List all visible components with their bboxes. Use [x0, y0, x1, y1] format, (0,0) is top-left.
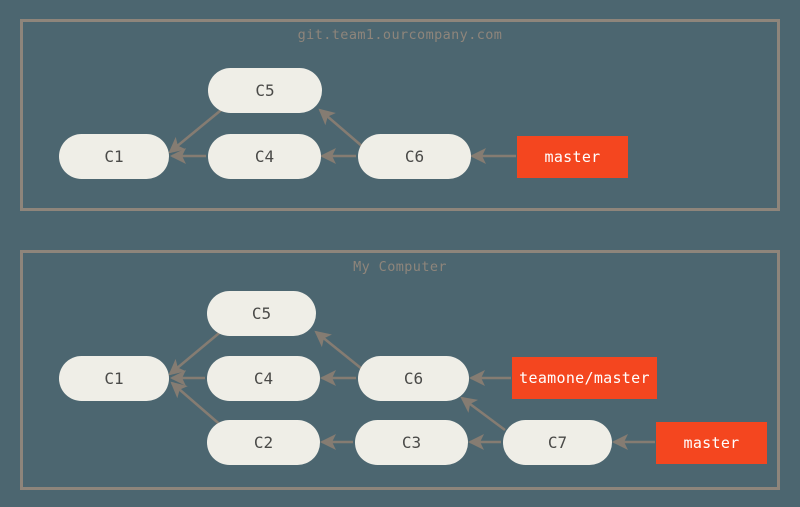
branch-label-text: teamone/master — [519, 369, 650, 387]
branch-label-r-master: master — [517, 136, 628, 178]
branch-label-l-master: master — [656, 422, 767, 464]
panel-local-title: My Computer — [353, 259, 447, 275]
commit-node-label: C1 — [104, 147, 124, 166]
commit-node-l-c3: C3 — [355, 420, 468, 465]
commit-node-l-c7: C7 — [503, 420, 612, 465]
branch-label-text: master — [544, 148, 601, 166]
commit-node-r-c4: C4 — [208, 134, 321, 179]
commit-node-label: C6 — [404, 147, 425, 166]
commit-node-label: C4 — [253, 369, 274, 388]
commit-edge — [170, 381, 225, 429]
commit-node-label: C4 — [254, 147, 275, 166]
commit-node-l-c1: C1 — [59, 356, 169, 401]
commit-node-label: C7 — [547, 433, 568, 452]
commit-edge — [168, 328, 225, 376]
commit-node-label: C5 — [255, 81, 275, 100]
commit-node-l-c6: C6 — [358, 356, 469, 401]
panel-local-computer — [20, 250, 780, 490]
commit-node-label: C2 — [253, 433, 274, 452]
commit-edge — [318, 108, 364, 148]
commit-node-l-c2: C2 — [207, 420, 320, 465]
commit-edge — [460, 396, 506, 432]
commit-edge — [168, 104, 227, 154]
commit-node-label: C5 — [251, 304, 272, 323]
commit-node-l-c4: C4 — [207, 356, 320, 401]
branch-label-text: master — [683, 434, 740, 452]
commit-node-r-c1: C1 — [59, 134, 169, 179]
commit-edge — [314, 330, 363, 371]
commit-node-label: C6 — [403, 369, 424, 388]
branch-label-l-teamone-master: teamone/master — [512, 357, 657, 399]
commit-node-l-c5: C5 — [207, 291, 316, 336]
commit-node-r-c5: C5 — [208, 68, 322, 113]
panel-remote-server — [20, 19, 780, 211]
panel-remote-title: git.team1.ourcompany.com — [297, 27, 503, 43]
commit-node-label: C3 — [401, 433, 422, 452]
commit-node-label: C1 — [104, 369, 124, 388]
commit-node-r-c6: C6 — [358, 134, 471, 179]
